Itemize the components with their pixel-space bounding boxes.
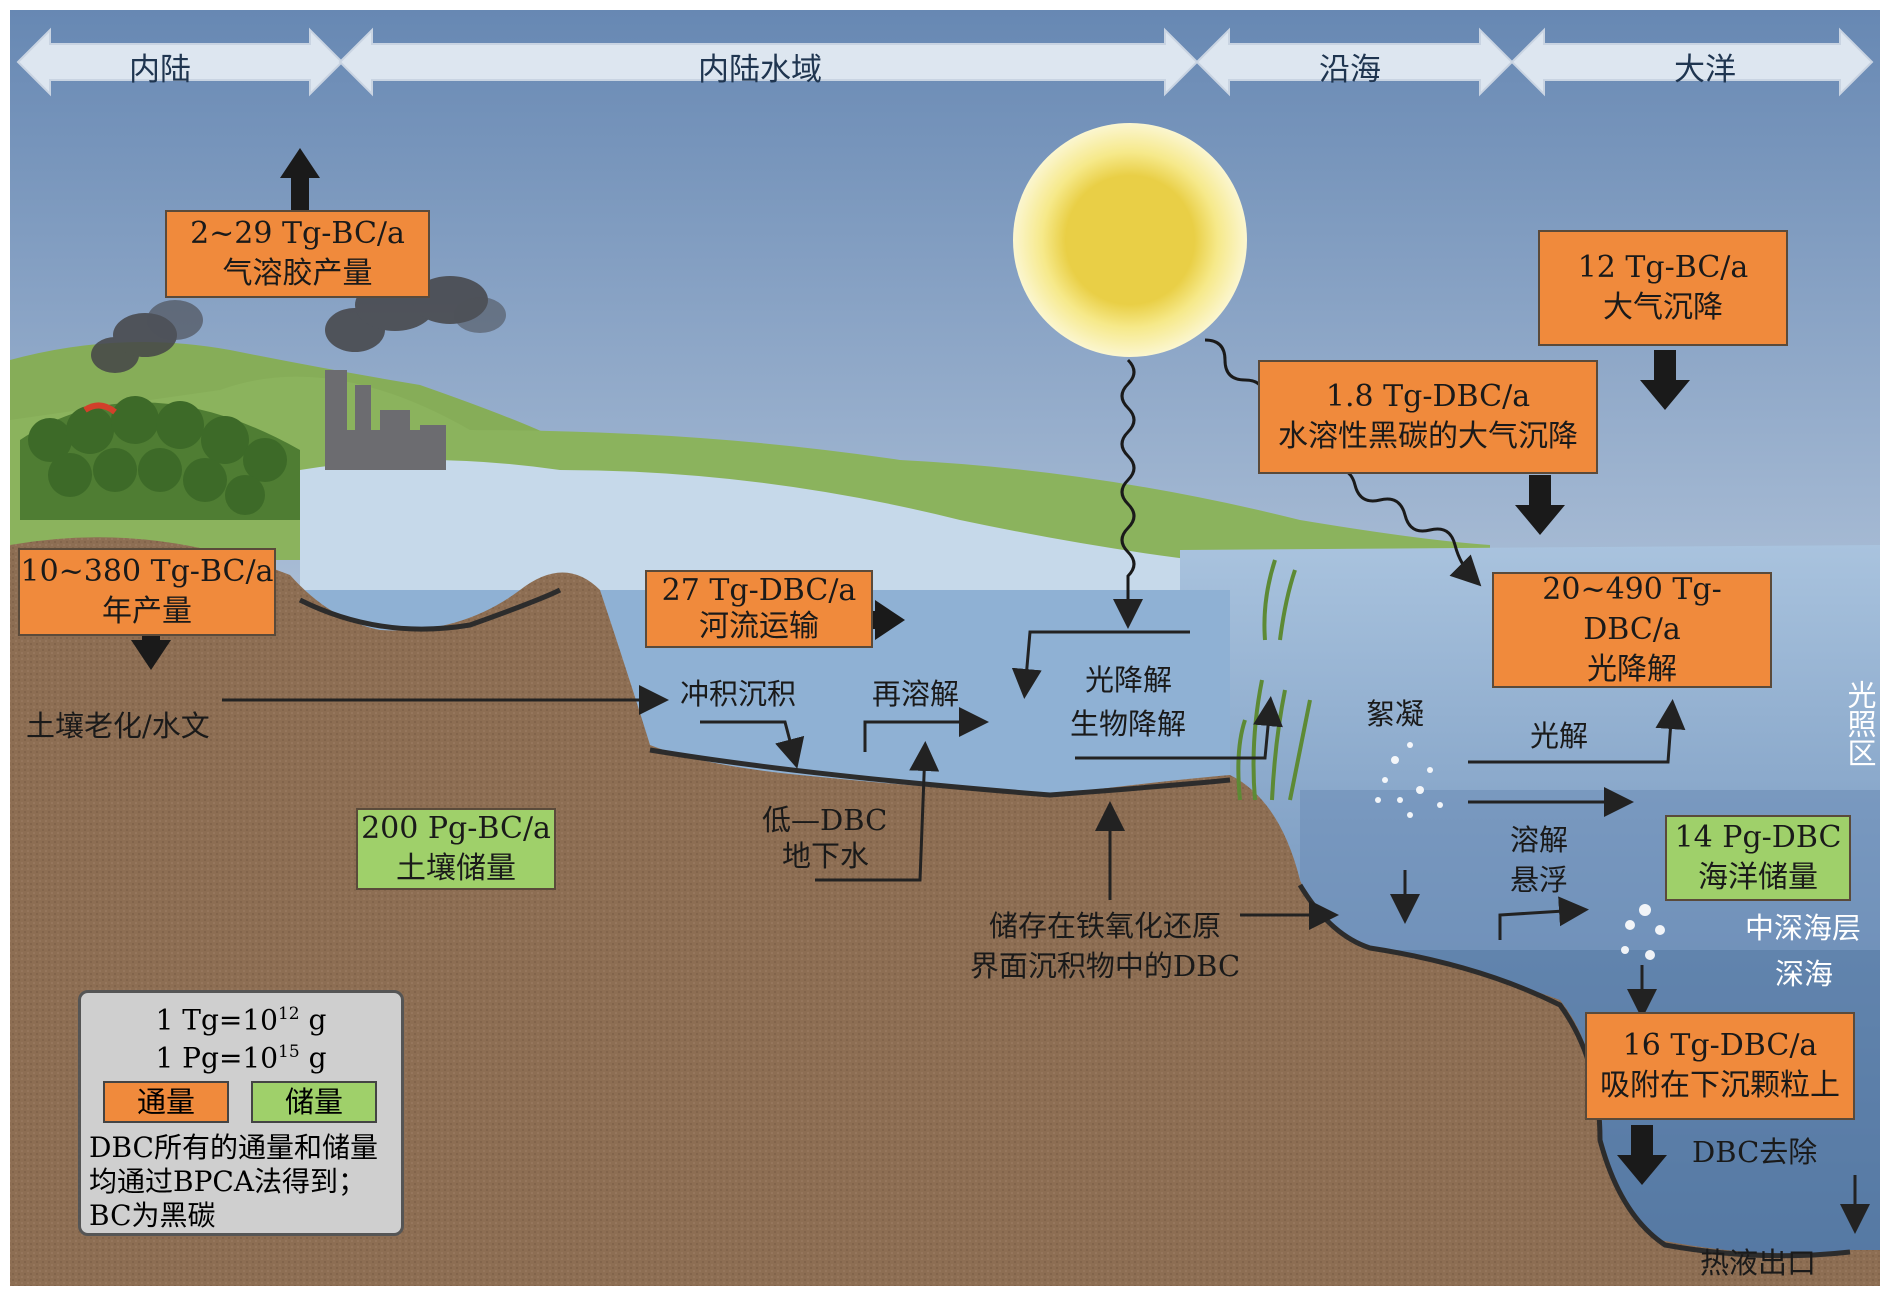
river-flux-label: 河流运输 bbox=[699, 609, 819, 644]
river-flux-box: 27 Tg-DBC/a 河流运输 bbox=[645, 570, 873, 648]
atm-bc-flux-value: 12 Tg-BC/a bbox=[1577, 250, 1749, 285]
suspension-label: 悬浮 bbox=[1510, 863, 1569, 897]
photodegradation-flux-label: 光降解 bbox=[1587, 652, 1677, 687]
soil-down-arrow bbox=[131, 612, 171, 670]
soil-stock-label: 土壤储量 bbox=[396, 851, 516, 886]
smoke-plumes bbox=[91, 276, 506, 373]
region-arrows bbox=[16, 27, 1874, 97]
aerosol-up-arrow bbox=[280, 148, 320, 210]
aerosol-flux-label: 气溶胶产量 bbox=[222, 256, 373, 291]
legend-tg-unit: 1 Tg=1012 g bbox=[155, 1003, 327, 1037]
hydrothermal-vent-label: 热液出口 bbox=[1700, 1246, 1817, 1280]
region-inland: 内陆 bbox=[129, 52, 191, 88]
annual-flux-value: 10~380 Tg-BC/a bbox=[20, 554, 274, 589]
flocculation-label: 絮凝 bbox=[1366, 697, 1425, 731]
mesopelagic-zone-label: 中深海层 bbox=[1745, 911, 1862, 945]
photodegradation-flux-box: 20~490 Tg-DBC/a 光降解 bbox=[1492, 572, 1772, 688]
ocean-stock-value: 14 Pg-DBC bbox=[1674, 820, 1842, 855]
photodegradation-label: 光降解 bbox=[1085, 663, 1173, 697]
sun-ray-down bbox=[1113, 358, 1143, 629]
ocean-stock-label: 海洋储量 bbox=[1698, 860, 1818, 895]
atm-bc-down-arrow bbox=[1640, 350, 1690, 410]
low-dbc-label: 低—DBC bbox=[762, 803, 888, 837]
floc-particles bbox=[1375, 742, 1665, 960]
river-flux-value: 27 Tg-DBC/a bbox=[661, 573, 857, 608]
legend-flux-swatch: 通量 bbox=[103, 1081, 229, 1123]
photic-zone-label: 光照区 bbox=[1843, 680, 1877, 767]
sink-down-arrow bbox=[1617, 1125, 1667, 1185]
atm-dbc-down-arrow bbox=[1515, 475, 1565, 535]
atm-dbc-flux-label: 水溶性黑碳的大气沉降 bbox=[1278, 419, 1578, 454]
aerosol-flux-box: 2~29 Tg-BC/a 气溶胶产量 bbox=[165, 210, 430, 298]
region-inland-waters: 内陆水域 bbox=[698, 52, 822, 88]
soil-aging-label: 土壤老化/水文 bbox=[26, 709, 210, 743]
atm-bc-flux-label: 大气沉降 bbox=[1603, 290, 1723, 325]
soil-cross-section bbox=[10, 537, 1880, 1286]
atm-bc-flux-box: 12 Tg-BC/a 大气沉降 bbox=[1538, 230, 1788, 346]
aerosol-flux-value: 2~29 Tg-BC/a bbox=[190, 216, 405, 251]
region-coastal: 沿海 bbox=[1319, 52, 1381, 88]
sun-icon bbox=[1013, 123, 1247, 357]
photolysis-label: 光解 bbox=[1530, 719, 1589, 753]
annual-flux-label: 年产量 bbox=[102, 594, 192, 629]
region-ocean: 大洋 bbox=[1674, 52, 1736, 88]
fe-redox-label-line1: 储存在铁氧化还原 bbox=[988, 909, 1221, 943]
soil-stock-value: 200 Pg-BC/a bbox=[361, 811, 551, 846]
dissolution-label: 溶解 bbox=[1510, 823, 1569, 857]
forest bbox=[20, 396, 300, 520]
factory bbox=[325, 370, 446, 470]
photodegradation-flux-value: 20~490 Tg-DBC/a bbox=[1542, 572, 1722, 647]
lake-sediment-line bbox=[649, 747, 1231, 798]
biodegradation-label: 生物降解 bbox=[1070, 707, 1187, 741]
redissolution-label: 再溶解 bbox=[872, 677, 960, 711]
river-sediment-line bbox=[298, 587, 562, 632]
atm-dbc-flux-box: 1.8 Tg-DBC/a 水溶性黑碳的大气沉降 bbox=[1258, 360, 1598, 474]
process-arrows bbox=[222, 630, 1870, 1234]
sinking-particle-flux-box: 16 Tg-DBC/a 吸附在下沉颗粒上 bbox=[1585, 1012, 1855, 1120]
atm-dbc-flux-value: 1.8 Tg-DBC/a bbox=[1325, 379, 1531, 414]
soil-stock-box: 200 Pg-BC/a 土壤储量 bbox=[356, 808, 556, 890]
legend-box: 1 Tg=1012 g 1 Pg=1015 g 通量 储量 DBC所有的通量和储… bbox=[78, 990, 404, 1236]
annual-flux-box: 10~380 Tg-BC/a 年产量 bbox=[18, 548, 276, 636]
sinking-particle-flux-label: 吸附在下沉颗粒上 bbox=[1600, 1068, 1840, 1103]
atm-dbc-ray bbox=[1329, 467, 1482, 587]
deep-sea-label: 深海 bbox=[1775, 957, 1834, 991]
reeds bbox=[1236, 559, 1312, 801]
legend-note: DBC所有的通量和储量均通过BPCA法得到；BC为黑碳 bbox=[89, 1131, 378, 1232]
legend-stock-swatch: 储量 bbox=[251, 1081, 377, 1123]
dbc-removal-label: DBC去除 bbox=[1692, 1135, 1818, 1169]
groundwater-label: 地下水 bbox=[782, 839, 870, 873]
sinking-particle-flux-value: 16 Tg-DBC/a bbox=[1622, 1028, 1818, 1063]
ocean-stock-box: 14 Pg-DBC 海洋储量 bbox=[1665, 815, 1851, 901]
legend-pg-unit: 1 Pg=1015 g bbox=[155, 1041, 327, 1075]
fe-redox-label-line2: 界面沉积物中的DBC bbox=[969, 949, 1241, 983]
alluvial-deposition-label: 冲积沉积 bbox=[680, 677, 797, 711]
